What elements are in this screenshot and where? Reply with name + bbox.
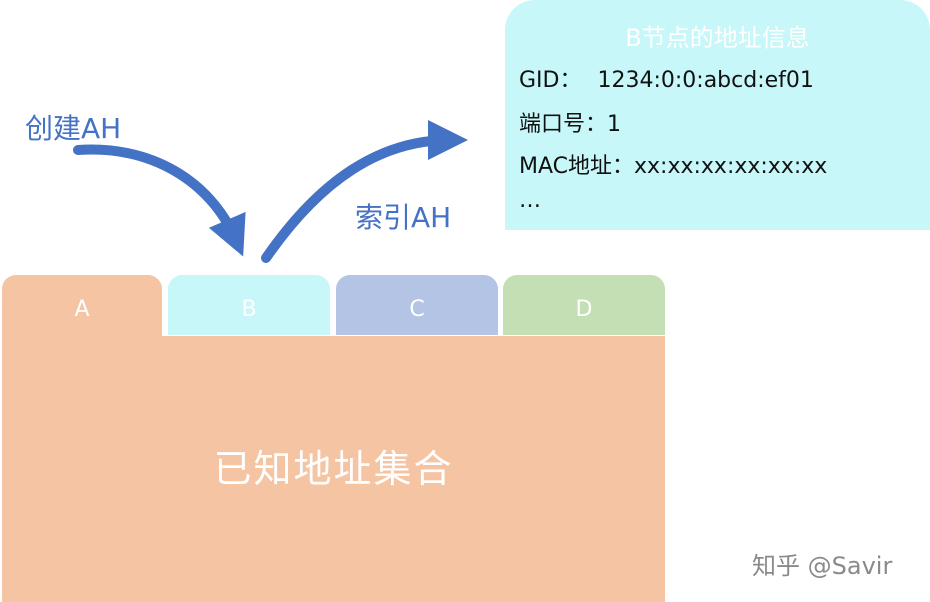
mac-line: MAC地址：xx:xx:xx:xx:xx:xx: [519, 154, 828, 179]
tab-a: A: [2, 275, 162, 365]
gid-value: 1234:0:0:abcd:ef01: [597, 68, 814, 93]
tab-c-label: C: [409, 297, 425, 322]
index-ah-label: 索引AH: [355, 201, 452, 234]
tab-a-label: A: [74, 297, 90, 322]
tab-b-label: B: [241, 297, 257, 322]
known-address-set-label: 已知地址集合: [213, 447, 454, 491]
tab-b: B: [168, 275, 330, 335]
known-address-set-panel: 已知地址集合: [2, 336, 665, 602]
tab-d: D: [503, 275, 665, 335]
index-ah-arrow: [261, 120, 468, 263]
create-ah-label: 创建AH: [25, 112, 122, 145]
tab-d-label: D: [575, 297, 593, 322]
port-line: 端口号：1: [519, 112, 621, 137]
watermark-text: 知乎 @Savir: [752, 552, 893, 580]
create-ah-arrow: [73, 144, 246, 257]
gid-line: GID： 1234:0:0:abcd:ef01: [519, 62, 814, 94]
info-card-title: B节点的地址信息: [625, 24, 810, 52]
node-b-address-info-card: B节点的地址信息 GID： 1234:0:0:abcd:ef01 端口号：1 MA…: [505, 0, 930, 230]
gid-key: GID：: [519, 68, 582, 93]
tab-c: C: [336, 275, 498, 335]
ellipsis-line: …: [519, 188, 541, 213]
